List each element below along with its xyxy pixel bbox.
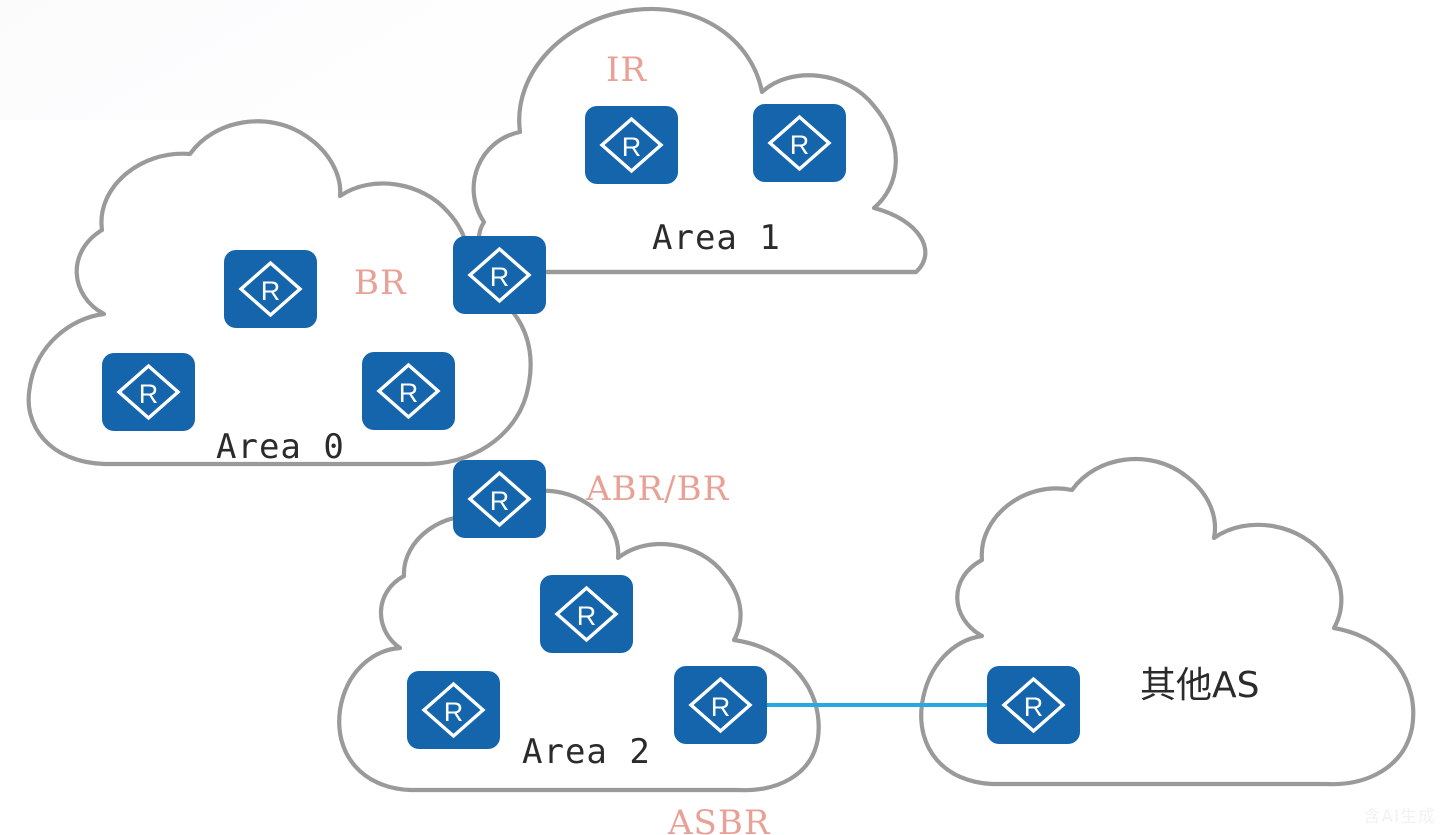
router-area1-left[interactable]: R	[584, 105, 679, 185]
svg-text:R: R	[622, 132, 642, 162]
svg-text:R: R	[139, 379, 159, 409]
svg-text:R: R	[261, 276, 281, 306]
label-ir: IR	[606, 50, 648, 90]
label-other-as: 其他AS	[1140, 665, 1260, 706]
router-asbr[interactable]: R	[673, 665, 768, 745]
svg-text:R: R	[790, 130, 810, 160]
router-br[interactable]: R	[452, 235, 547, 315]
cloud-area-1	[471, 6, 928, 275]
router-area0-bottom-left[interactable]: R	[101, 352, 196, 432]
router-abr-br[interactable]: R	[452, 459, 547, 539]
svg-text:R: R	[711, 692, 731, 722]
label-area-0: Area 0	[216, 427, 345, 467]
label-br: BR	[354, 263, 407, 303]
svg-text:R: R	[1024, 692, 1044, 722]
router-area1-right[interactable]: R	[752, 103, 847, 183]
watermark: 含AI生成	[1363, 807, 1436, 827]
label-area-1: Area 1	[652, 218, 781, 258]
router-area2-top[interactable]: R	[539, 574, 634, 654]
router-other-as[interactable]: R	[986, 665, 1081, 745]
svg-text:R: R	[577, 601, 597, 631]
svg-text:R: R	[399, 378, 419, 408]
router-area0-top[interactable]: R	[223, 249, 318, 329]
svg-text:R: R	[490, 486, 510, 516]
label-asbr: ASBR	[668, 803, 771, 835]
label-area-2: Area 2	[522, 732, 651, 772]
svg-text:R: R	[490, 262, 510, 292]
label-abr-br: ABR/BR	[586, 469, 730, 509]
svg-text:R: R	[444, 697, 464, 727]
router-area0-bottom-right[interactable]: R	[361, 351, 456, 431]
router-area2-left[interactable]: R	[406, 670, 501, 750]
